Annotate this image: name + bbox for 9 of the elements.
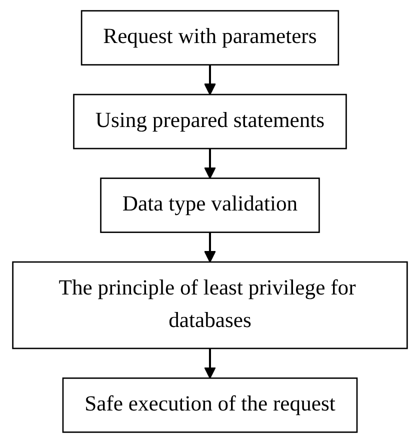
node-box: Request with parameters (80, 10, 340, 66)
arrow (204, 148, 216, 179)
arrow (204, 348, 216, 379)
arrow (204, 64, 216, 96)
node-box: Safe execution of the request (62, 377, 358, 433)
node-box: The principle of least privilege for databases (12, 261, 408, 350)
node-box: Data type validation (100, 178, 320, 233)
arrow (204, 232, 216, 263)
node-box: Using prepared statements (73, 94, 347, 150)
